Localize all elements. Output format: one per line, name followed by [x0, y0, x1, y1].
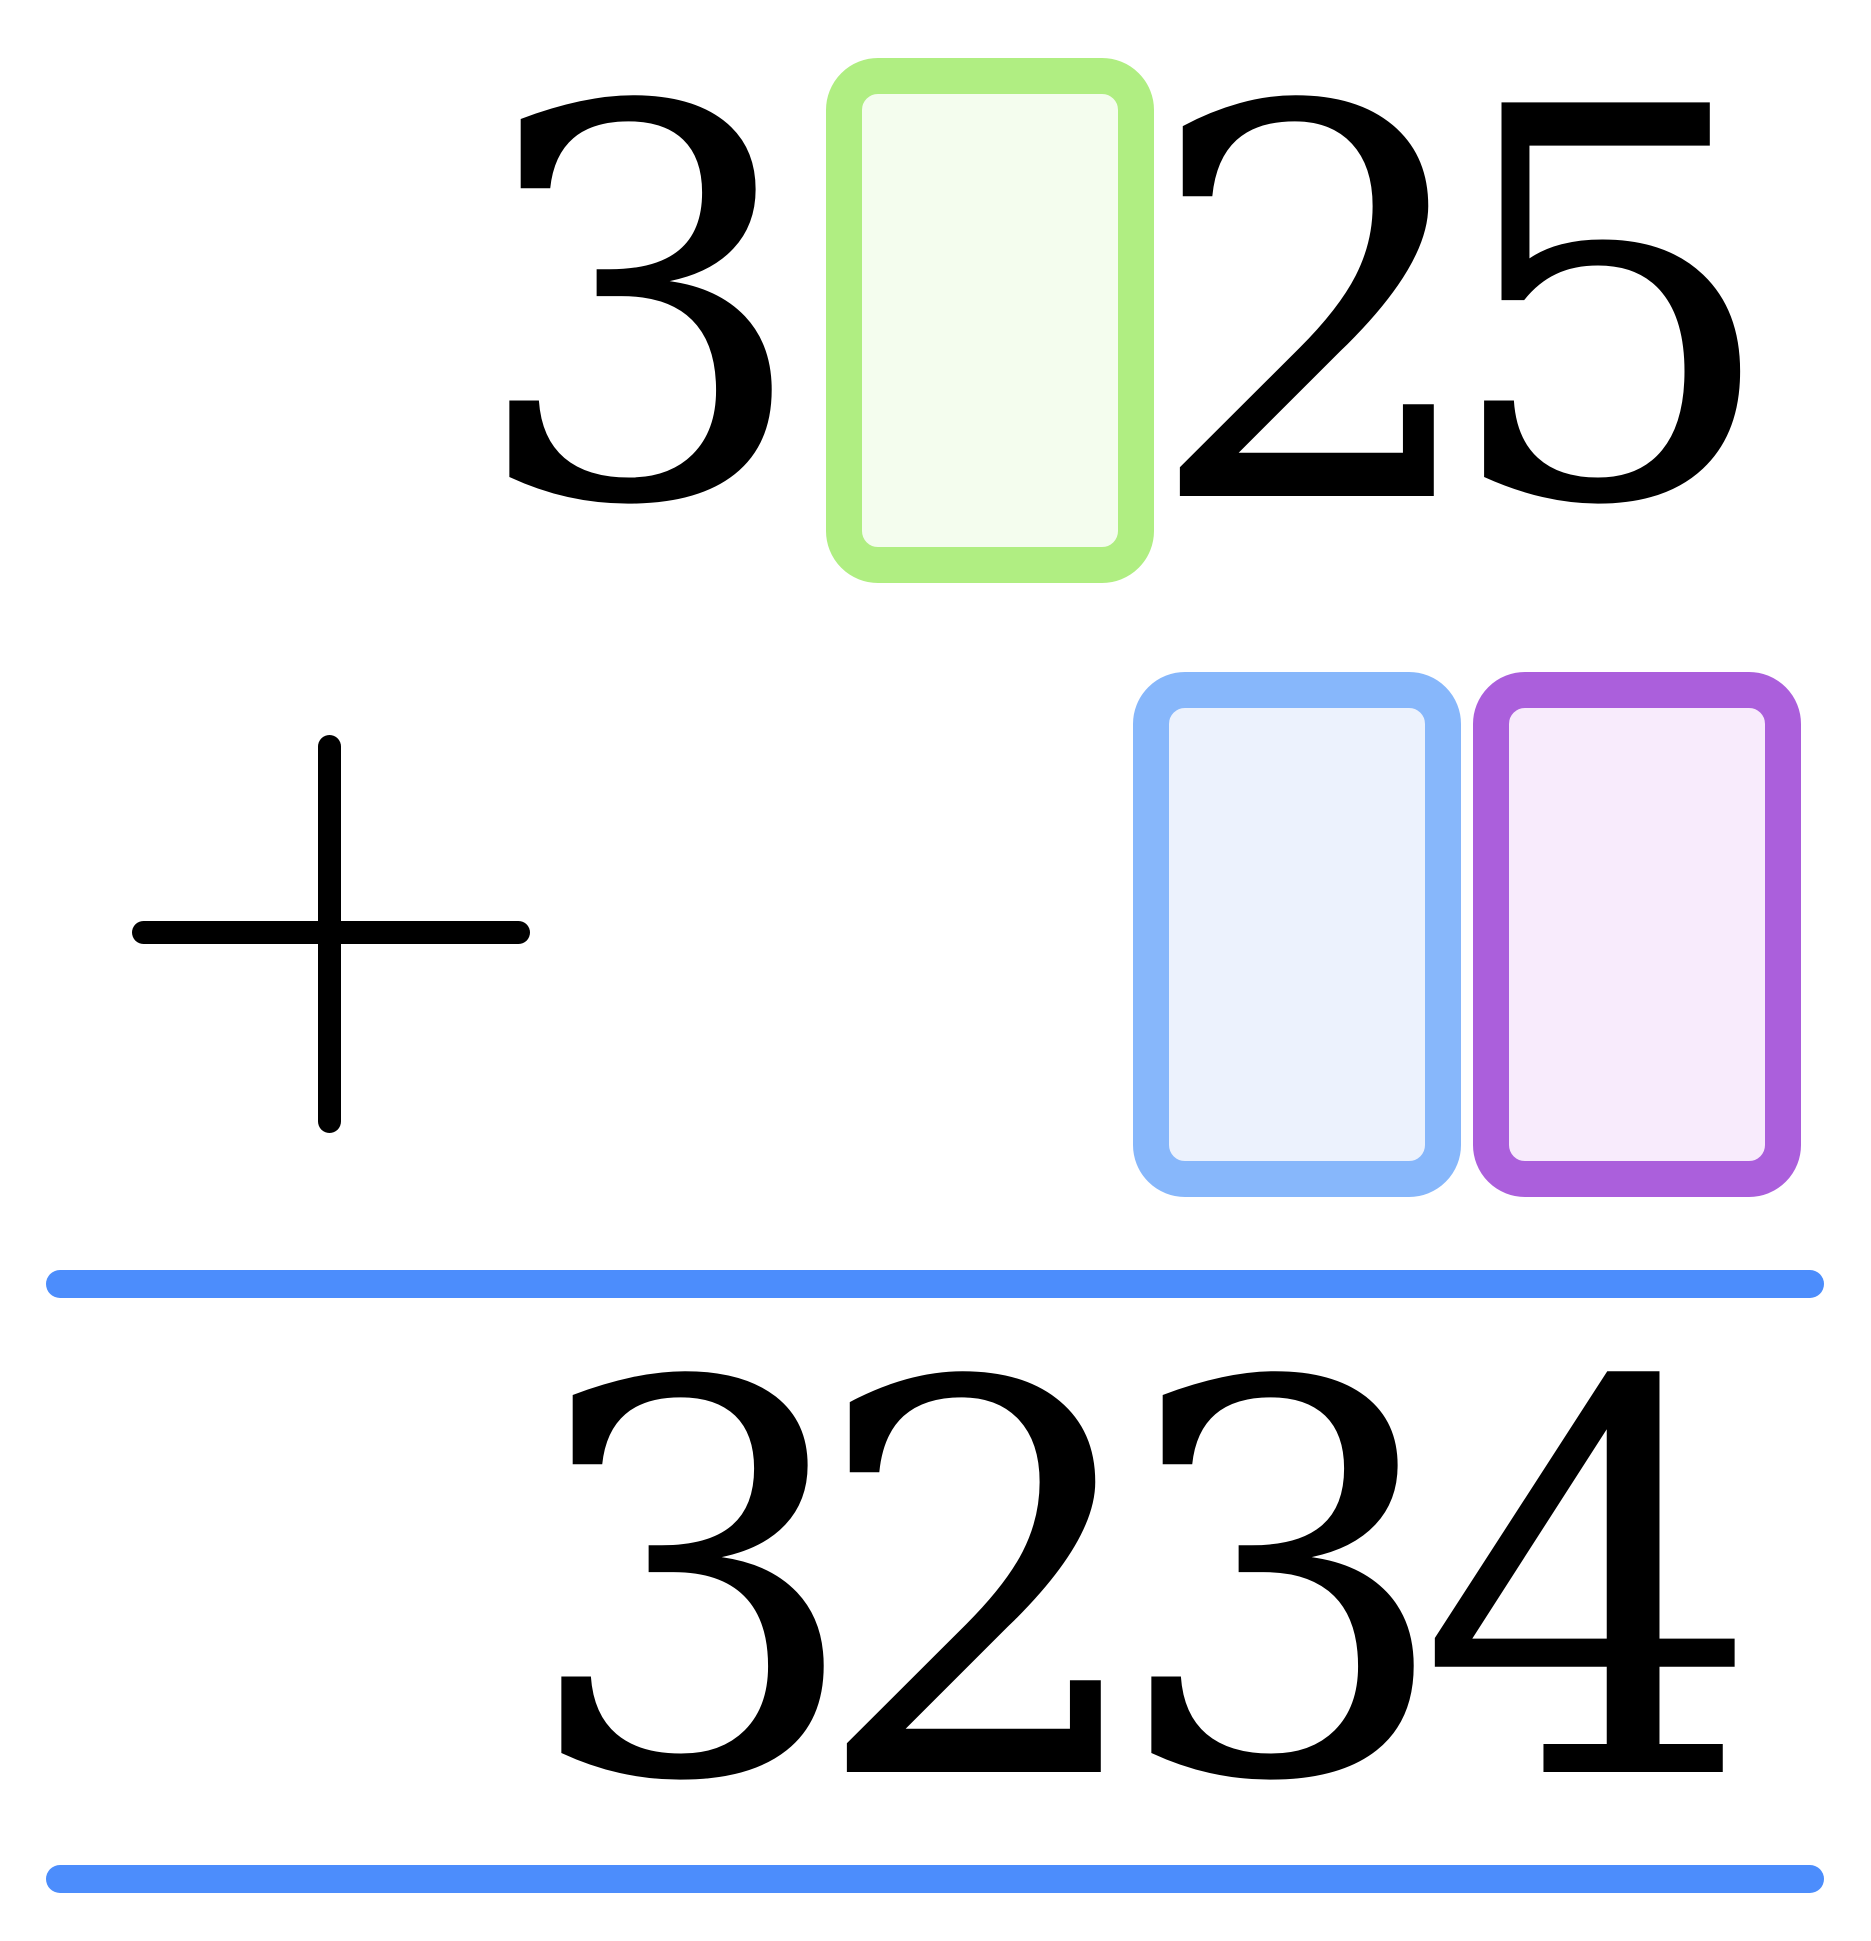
result-digit-thousands: 3 [520, 1272, 864, 1900]
bottom-rule-line [46, 1865, 1824, 1893]
top-digit-thousands: 3 [468, 0, 812, 624]
top-digit-units: 5 [1438, 0, 1782, 624]
middle-blank-tens-box[interactable] [1133, 672, 1461, 1197]
top-digit-tens: 2 [1143, 0, 1487, 624]
plus-operator: + [132, 735, 530, 1133]
middle-blank-units-box[interactable] [1473, 672, 1801, 1197]
sum-rule-line [46, 1270, 1824, 1298]
result-digit-units: 4 [1418, 1272, 1762, 1900]
plus-horizontal-bar [132, 921, 530, 944]
result-digit-hundreds: 2 [810, 1272, 1154, 1900]
top-blank-hundreds-box[interactable] [826, 58, 1154, 583]
plus-operator-text: + [132, 735, 133, 736]
result-digit-tens: 3 [1110, 1272, 1454, 1900]
